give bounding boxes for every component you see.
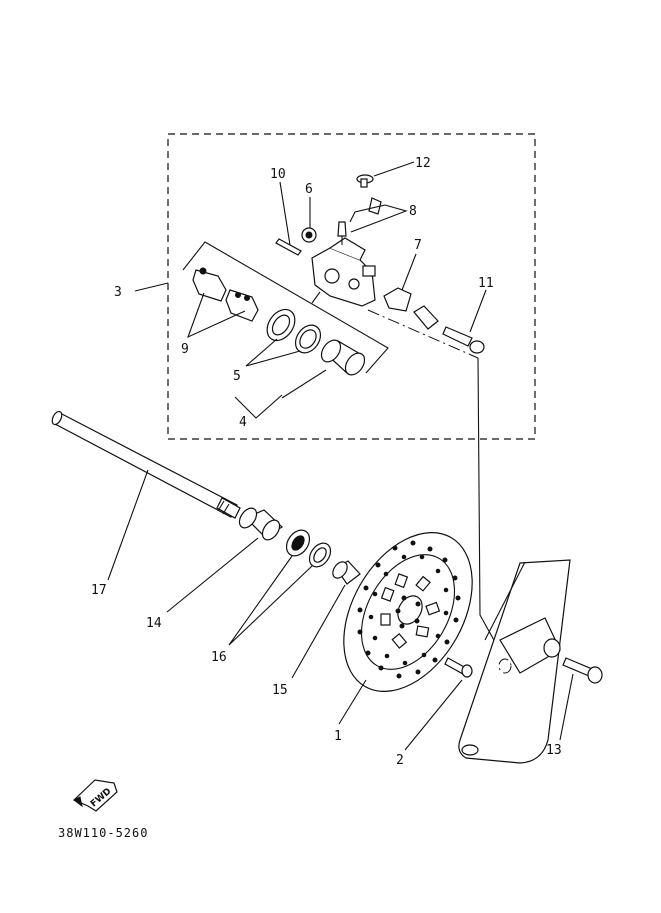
disc-bolt	[444, 657, 473, 678]
bleeder-screw	[337, 221, 347, 245]
drawing-code: 38W110-5260	[58, 826, 148, 840]
label-7: 7	[414, 238, 422, 253]
brake-caliper-body	[311, 237, 376, 307]
oil-seal-16a	[285, 529, 311, 557]
caliper-piston	[320, 339, 366, 376]
front-axle	[51, 410, 241, 519]
front-fork-leg	[458, 559, 571, 764]
label-2: 2	[396, 753, 404, 768]
pad-kit-bracket	[182, 241, 389, 374]
piston-seal-large	[266, 308, 296, 342]
wheel-spacer	[332, 560, 361, 585]
label-13: 13	[546, 743, 562, 758]
label-1: 1	[334, 729, 342, 744]
label-5: 5	[233, 369, 241, 384]
brake-pad-2	[225, 289, 259, 322]
label-10: 10	[270, 167, 286, 182]
caliper-cap-bolt	[356, 174, 374, 188]
brake-pad-1	[192, 267, 227, 302]
label-15: 15	[272, 683, 288, 698]
label-11: 11	[478, 276, 494, 291]
label-8: 8	[409, 204, 417, 219]
bleeder-cap	[368, 197, 382, 215]
caliper-assembly-boundary	[167, 133, 536, 440]
label-9: 9	[181, 342, 189, 357]
label-4: 4	[239, 415, 247, 430]
label-6: 6	[305, 182, 313, 197]
label-17: 17	[91, 583, 107, 598]
label-16: 16	[211, 650, 227, 665]
label-14: 14	[146, 616, 162, 631]
slide-pin-boot	[383, 287, 439, 330]
brake-disc	[343, 532, 473, 692]
wheel-collar	[238, 507, 283, 541]
caliper-bolt-6	[301, 227, 317, 243]
label-12: 12	[415, 156, 431, 171]
fwd-arrow-icon: FWD	[72, 779, 118, 812]
pad-pin	[275, 238, 302, 256]
label-3: 3	[114, 285, 122, 300]
oil-seal-16b	[308, 542, 332, 568]
fork-bolt	[562, 657, 603, 684]
caliper-mount-bolt	[442, 326, 485, 354]
